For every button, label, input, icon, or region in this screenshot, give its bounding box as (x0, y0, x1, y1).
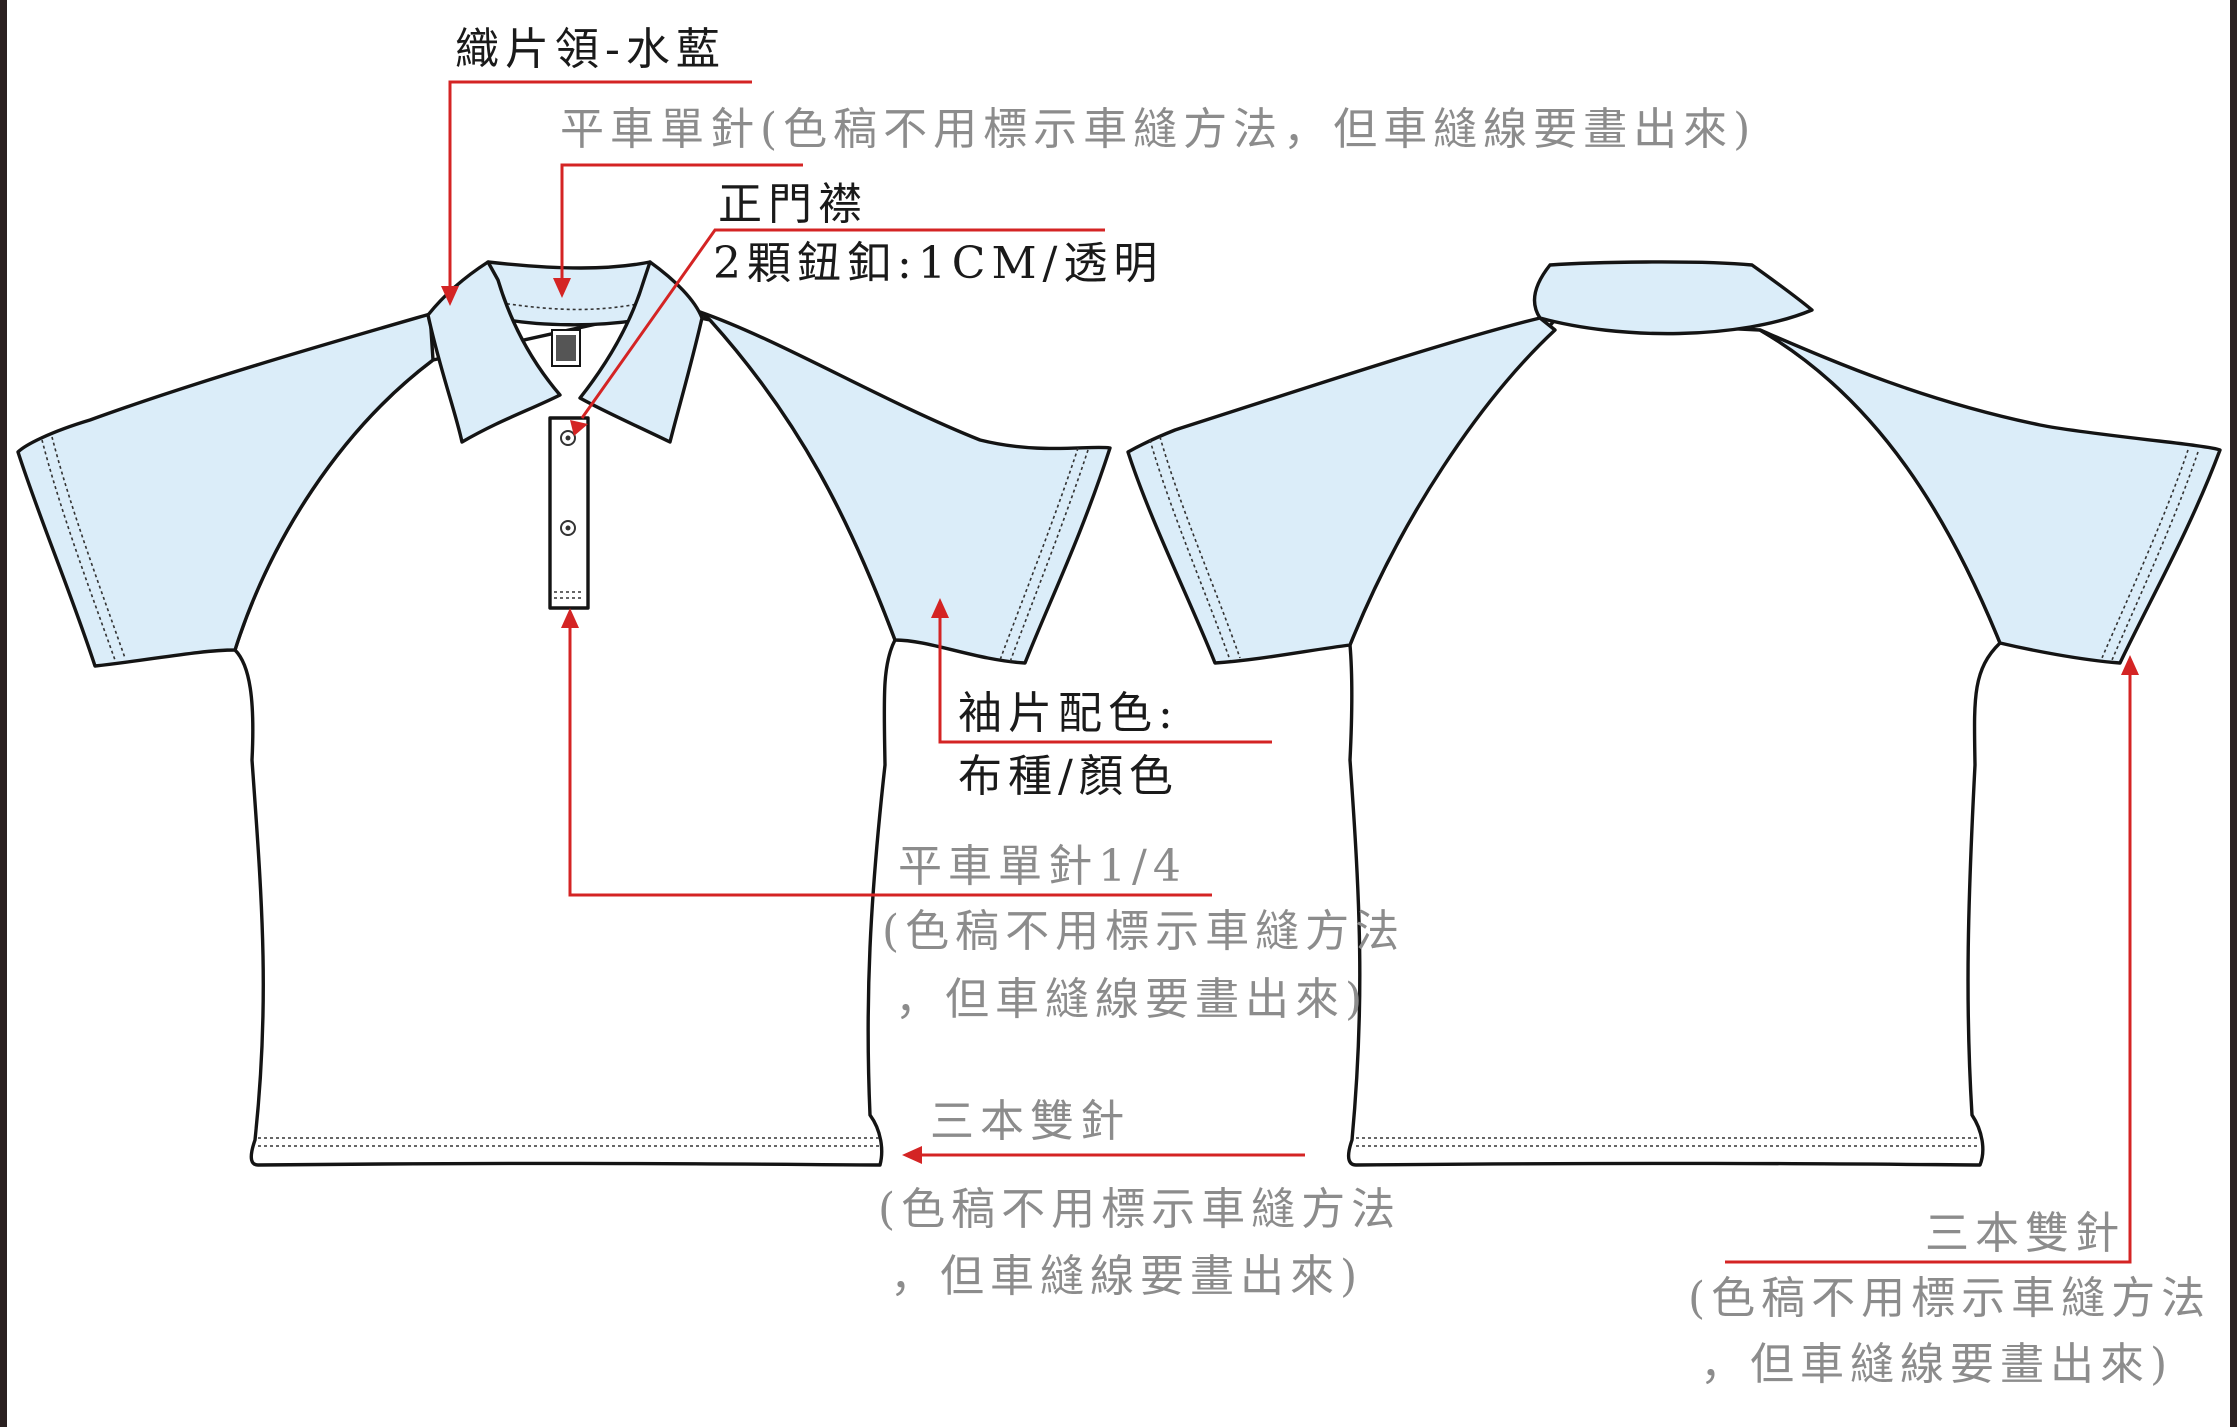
leader-placket-stitch (568, 625, 1212, 897)
label-placket-title: 正門襟 (718, 179, 868, 230)
label-placket-stitch-note2: ，但車縫線要畫出來) (895, 974, 1369, 1025)
label-sleeve-fabric: 布種/顏色 (958, 751, 1179, 802)
label-sleeve-title: 袖片配色: (958, 688, 1179, 739)
front-body (233, 308, 897, 1167)
front-right-sleeve (698, 310, 1112, 665)
arrowhead-placket-stitch (561, 608, 579, 628)
leader-collar (448, 80, 752, 290)
leader-placket (580, 228, 1105, 419)
arrowhead-collar-stitch (553, 278, 571, 298)
arrowhead-back-hem (2121, 655, 2139, 675)
button-hole-icon (565, 435, 571, 441)
front-left-sleeve (16, 312, 435, 668)
label-front-hem-note2: ，但車縫線要畫出來) (890, 1251, 1364, 1302)
label-back-hem-title: 三本雙針 (1925, 1208, 2125, 1259)
label-placket-stitch-title: 平車單針1/4 (898, 841, 1187, 892)
back-left-sleeve-hem-stitch-2 (1159, 436, 1241, 659)
frame-edge-right (2230, 0, 2237, 1427)
front-collar-right (578, 260, 704, 444)
back-body (1346, 318, 2002, 1167)
back-collar (1533, 260, 1814, 336)
neck-label-print (556, 335, 576, 361)
frame-edge-left (0, 0, 7, 1427)
label-back-hem-note2: ，但車縫線要畫出來) (1700, 1339, 2174, 1390)
label-placket-stitch-note1: (色稿不用標示車縫方法 (882, 906, 1406, 957)
back-right-sleeve-hem-stitch-2 (2101, 449, 2189, 659)
front-right-sleeve-hem-stitch-2 (999, 447, 1079, 661)
label-back-hem-note1: (色稿不用標示車縫方法 (1688, 1273, 2212, 1324)
label-placket-buttons: 2顆鈕釦:1CM/透明 (713, 238, 1164, 289)
leader-sleeve (938, 615, 1272, 744)
arrowhead-sleeve (931, 598, 949, 618)
front-collar-left (426, 260, 562, 444)
label-collar-stitch: 平車單針(色稿不用標示車縫方法，但車縫線要畫出來) (560, 104, 1757, 155)
button-hole-icon (565, 525, 571, 531)
front-left-sleeve-hem-stitch (41, 439, 116, 661)
label-front-hem-title: 三本雙針 (930, 1096, 1130, 1147)
arrowhead-placket (570, 420, 588, 436)
back-right-sleeve (1758, 328, 2222, 665)
arrowhead-front-hem (902, 1146, 922, 1164)
front-right-sleeve-hem-stitch (1009, 449, 1089, 663)
front-left-sleeve-hem-stitch-2 (51, 436, 126, 659)
arrowhead-collar (441, 286, 459, 306)
front-shirt (16, 260, 1112, 1167)
back-shirt (1126, 260, 2222, 1167)
leader-back-hem (1725, 672, 2132, 1264)
leader-collar-stitch (560, 163, 803, 282)
front-placket (548, 416, 590, 610)
back-left-sleeve (1126, 316, 1557, 665)
back-left-sleeve-hem-stitch (1149, 439, 1231, 661)
label-collar: 織片領-水藍 (455, 24, 726, 75)
back-right-sleeve-hem-stitch (2111, 451, 2199, 661)
label-front-hem-note1: (色稿不用標示車縫方法 (878, 1184, 1402, 1235)
